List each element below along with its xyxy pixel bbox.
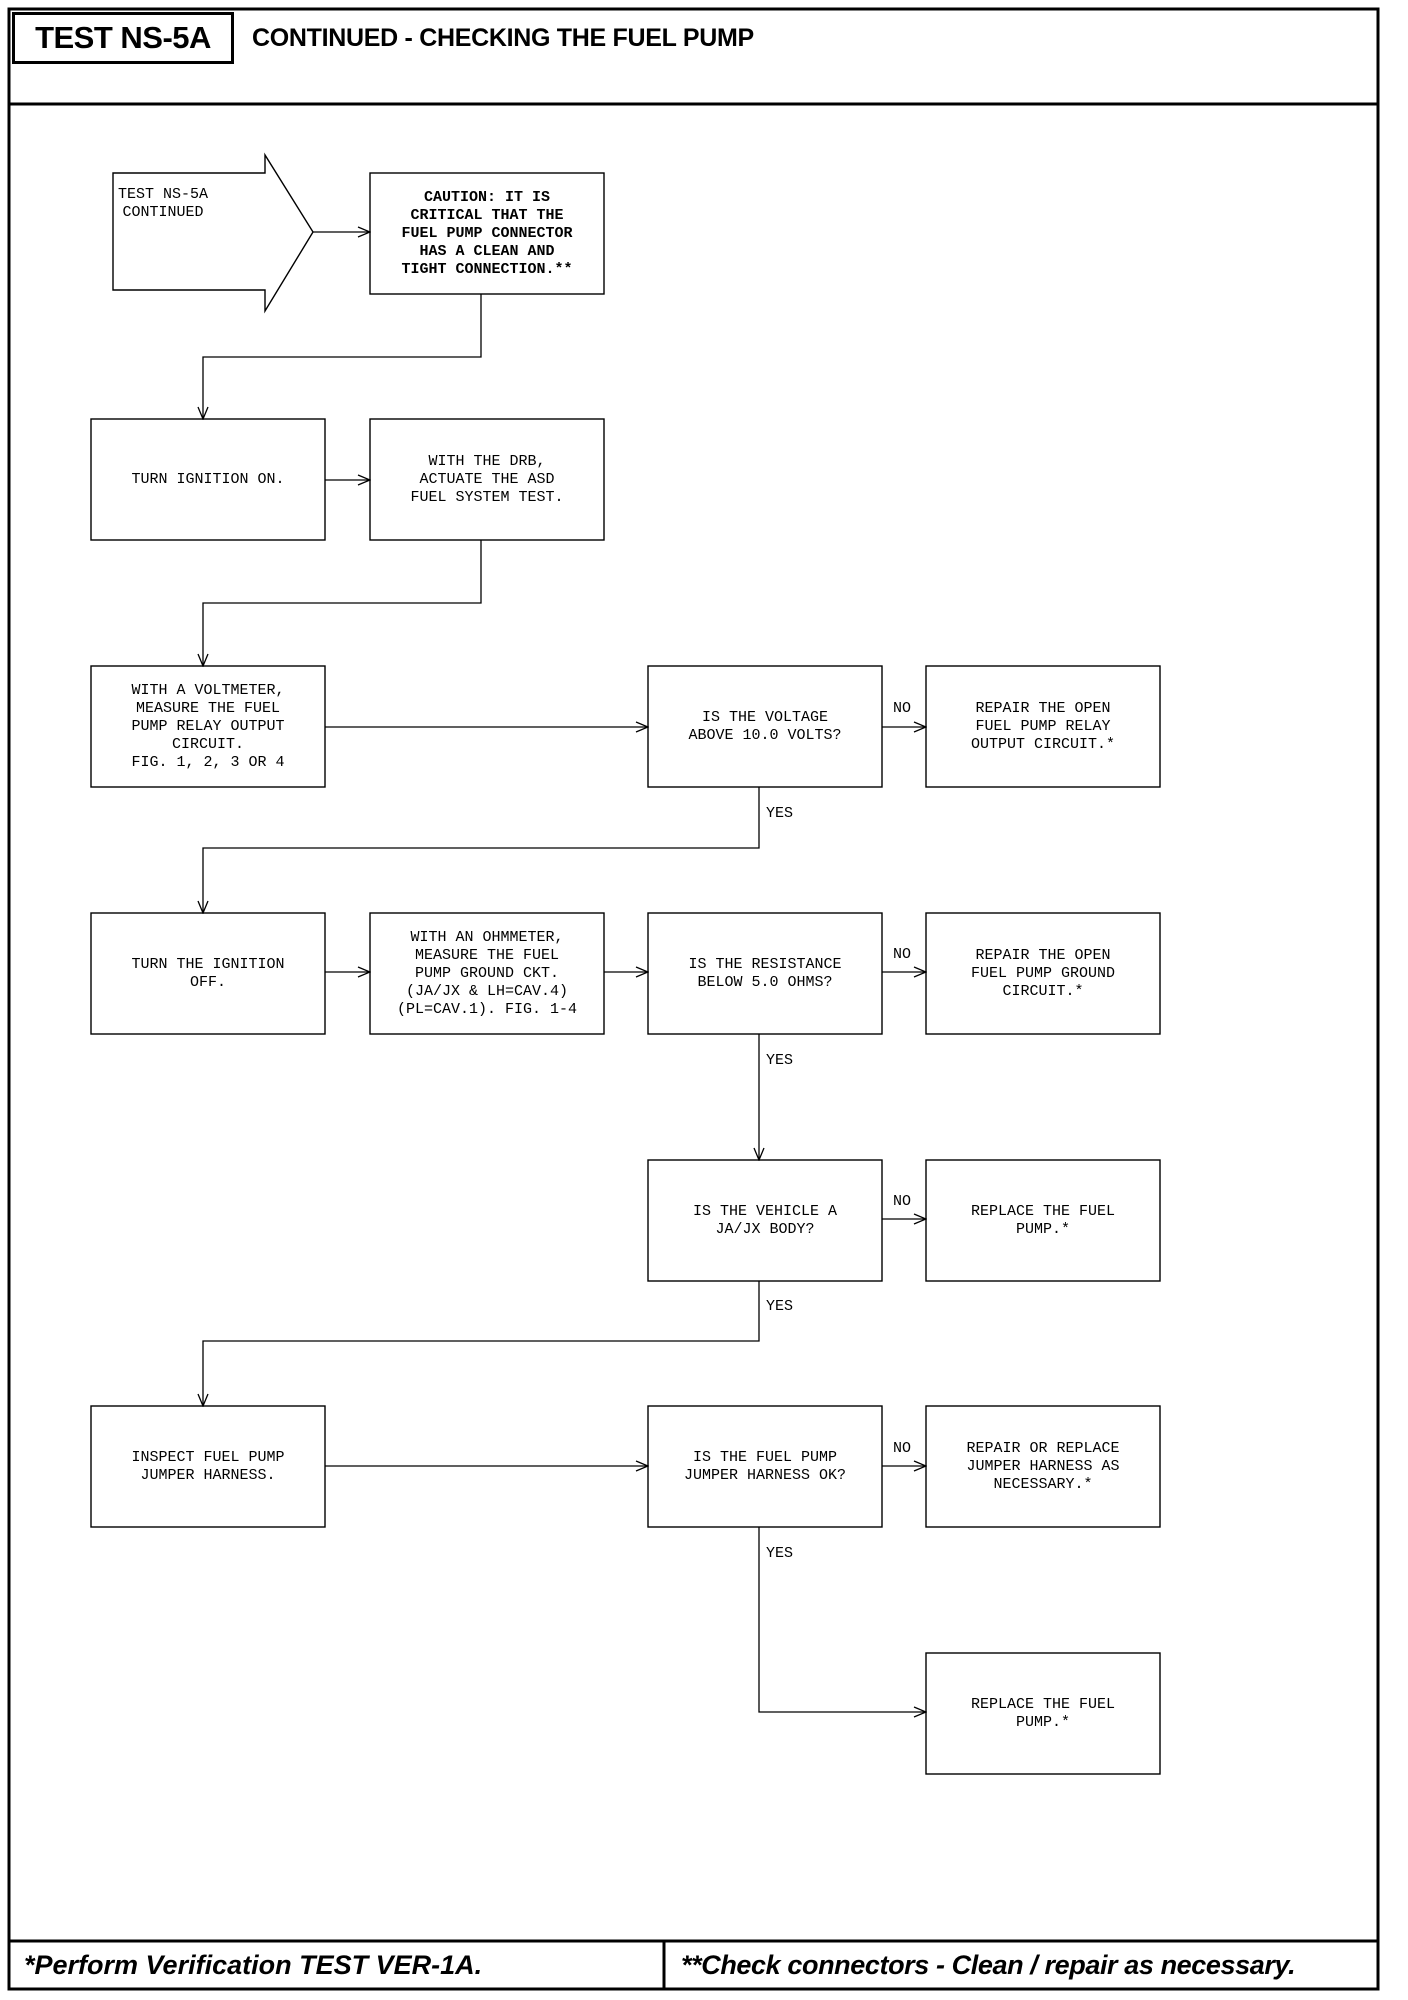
footer-verification-note: *Perform Verification TEST VER-1A.: [24, 1949, 483, 1980]
connector-vehicle-yes: [203, 1281, 760, 1406]
replace-pump-box-1: REPLACE THE FUEL PUMP.*: [970, 1202, 1116, 1238]
no-label-vehicle: NO: [893, 1193, 912, 1210]
no-label-voltage: NO: [893, 700, 912, 717]
test-id-label: TEST NS-5A: [12, 12, 234, 64]
vehicle-question-box-frame: [647, 1159, 883, 1282]
yes-label-harness: YES: [766, 1545, 794, 1562]
measure-voltage-box: WITH A VOLTMETER, MEASURE THE FUEL PUMP …: [131, 681, 285, 771]
page-frame: [7, 7, 1380, 1991]
connector-asd-voltmeter: [203, 540, 482, 666]
no-label-resistance: NO: [893, 946, 912, 963]
footer-connector-note: **Check connectors - Clean / repair as n…: [681, 1949, 1296, 1980]
voltage-question-box: IS THE VOLTAGE ABOVE 10.0 VOLTS?: [688, 708, 842, 744]
repair-harness-box: REPAIR OR REPLACE JUMPER HARNESS AS NECE…: [966, 1439, 1120, 1493]
turn-ignition-off-box: TURN THE IGNITION OFF.: [131, 955, 285, 991]
connector-harness-yes: [758, 1527, 926, 1712]
vehicle-question-box: IS THE VEHICLE A JA/JX BODY?: [692, 1202, 838, 1238]
inspect-harness-box: INSPECT FUEL PUMP JUMPER HARNESS.: [131, 1448, 285, 1484]
repair-ground-box: REPAIR THE OPEN FUEL PUMP GROUND CIRCUIT…: [970, 946, 1116, 1000]
connector-voltage-yes: [203, 787, 760, 913]
no-label-harness: NO: [893, 1440, 912, 1457]
start-arrow-shape: [112, 152, 314, 314]
caution-box: CAUTION: IT IS CRITICAL THAT THE FUEL PU…: [401, 188, 573, 278]
yes-label-vehicle: YES: [766, 1298, 794, 1315]
page-title: CONTINUED - CHECKING THE FUEL PUMP: [252, 23, 754, 52]
yes-label-voltage: YES: [766, 805, 794, 822]
connector-caution-ignition-on: [203, 294, 482, 419]
turn-ignition-on-box: TURN IGNITION ON.: [131, 470, 285, 488]
actuate-asd-box: WITH THE DRB, ACTUATE THE ASD FUEL SYSTE…: [410, 452, 564, 506]
resistance-question-box: IS THE RESISTANCE BELOW 5.0 OHMS?: [688, 955, 842, 991]
start-label: TEST NS-5A CONTINUED: [118, 186, 209, 221]
harness-question-box: IS THE FUEL PUMP JUMPER HARNESS OK?: [683, 1448, 847, 1484]
yes-label-resistance: YES: [766, 1052, 794, 1069]
measure-ground-box: WITH AN OHMMETER, MEASURE THE FUEL PUMP …: [396, 928, 578, 1018]
repair-relay-output-box: REPAIR THE OPEN FUEL PUMP RELAY OUTPUT C…: [970, 699, 1116, 753]
replace-pump-box-2: REPLACE THE FUEL PUMP.*: [970, 1695, 1116, 1731]
